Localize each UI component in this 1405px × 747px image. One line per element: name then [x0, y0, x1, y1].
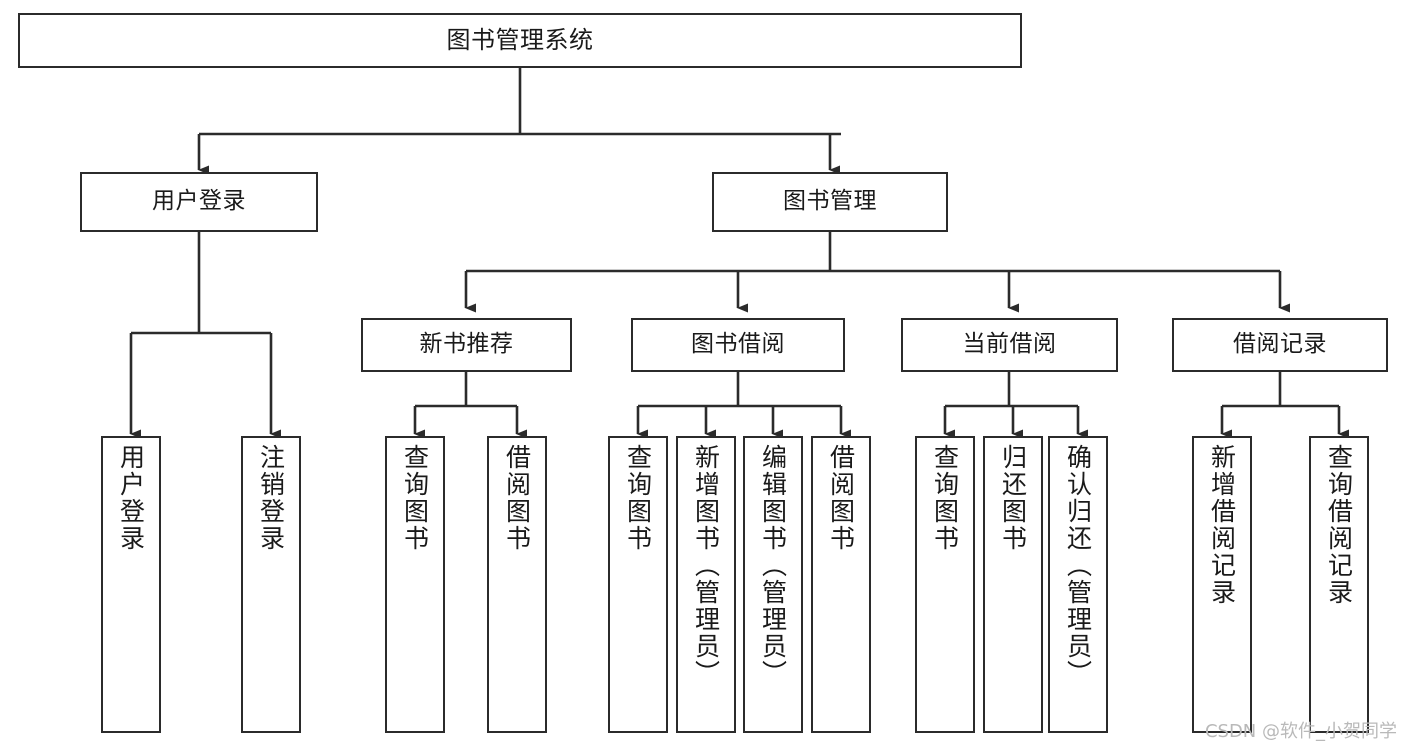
node-label: 新增借阅记录: [1207, 444, 1237, 606]
node-label: 查询借阅记录: [1324, 444, 1354, 606]
leaf-current-query-book[interactable]: 查询图书: [915, 436, 975, 733]
node-label: 图书管理: [783, 188, 877, 215]
node-borrow-record[interactable]: 借阅记录: [1172, 318, 1388, 372]
leaf-current-return-book[interactable]: 归还图书: [983, 436, 1043, 733]
csdn-watermark: CSDN @软件_小贺同学: [1204, 721, 1397, 742]
node-label: 借阅记录: [1233, 331, 1327, 358]
node-label: 归还图书: [998, 444, 1028, 552]
leaf-borrow-borrow-book[interactable]: 借阅图书: [811, 436, 871, 733]
node-label: 新书推荐: [419, 331, 514, 358]
node-label: 确认归还（管理员）: [1063, 444, 1093, 687]
node-label: 当前借阅: [962, 331, 1057, 358]
node-book-borrow[interactable]: 图书借阅: [631, 318, 845, 372]
node-label: 借阅图书: [502, 444, 532, 552]
node-label: 查询图书: [623, 444, 653, 552]
node-label: 查询图书: [930, 444, 960, 552]
leaf-record-query-borrow-record[interactable]: 查询借阅记录: [1309, 436, 1369, 733]
node-user-login[interactable]: 用户登录: [80, 172, 318, 232]
node-label: 借阅图书: [826, 444, 856, 552]
node-label: 注销登录: [256, 444, 286, 552]
leaf-user-login[interactable]: 用户登录: [101, 436, 161, 733]
node-label: 编辑图书（管理员）: [758, 444, 788, 687]
node-book-management[interactable]: 图书管理: [712, 172, 948, 232]
leaf-borrow-query-book[interactable]: 查询图书: [608, 436, 668, 733]
leaf-recommend-query-book[interactable]: 查询图书: [385, 436, 445, 733]
leaf-borrow-edit-book-admin[interactable]: 编辑图书（管理员）: [743, 436, 803, 733]
node-root-book-management-system[interactable]: 图书管理系统: [18, 13, 1022, 68]
node-label: 新增图书（管理员）: [691, 444, 721, 687]
leaf-borrow-add-book-admin[interactable]: 新增图书（管理员）: [676, 436, 736, 733]
node-label: 图书借阅: [691, 331, 785, 358]
leaf-user-logout[interactable]: 注销登录: [241, 436, 301, 733]
node-label: 图书管理系统: [446, 26, 594, 55]
node-label: 用户登录: [116, 444, 146, 552]
leaf-current-confirm-return-admin[interactable]: 确认归还（管理员）: [1048, 436, 1108, 733]
leaf-record-add-borrow-record[interactable]: 新增借阅记录: [1192, 436, 1252, 733]
node-current-borrow[interactable]: 当前借阅: [901, 318, 1118, 372]
node-label: 用户登录: [152, 188, 246, 215]
leaf-recommend-borrow-book[interactable]: 借阅图书: [487, 436, 547, 733]
node-label: 查询图书: [400, 444, 430, 552]
node-new-book-recommend[interactable]: 新书推荐: [361, 318, 572, 372]
